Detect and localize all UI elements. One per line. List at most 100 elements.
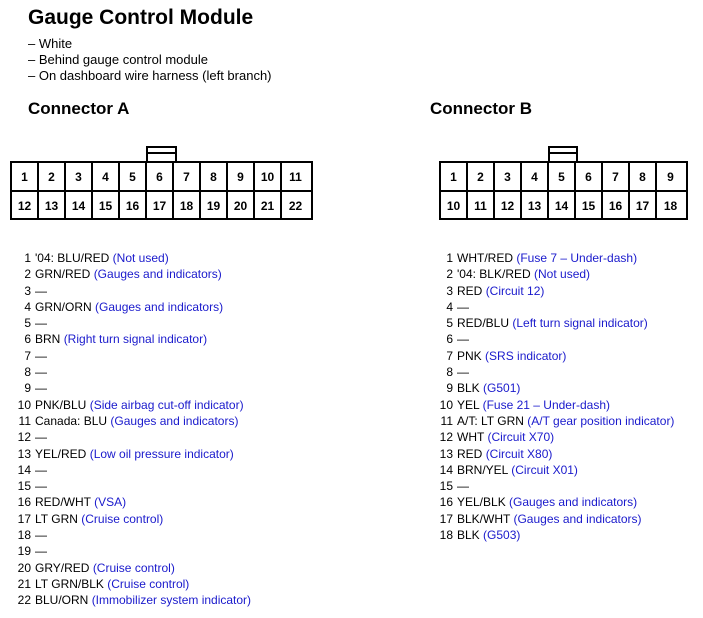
cavity-label: 6 bbox=[576, 163, 603, 190]
cavity-label: 18 bbox=[663, 198, 678, 213]
pin-number: 9 bbox=[24, 381, 31, 396]
pin-function: (G501) bbox=[483, 381, 521, 396]
pin-function: (A/T gear position indicator) bbox=[527, 413, 675, 428]
wire-color: — bbox=[35, 316, 47, 331]
pin-function: (Gauges and indicators) bbox=[110, 413, 239, 428]
pin-function: (Immobilizer system indicator) bbox=[91, 593, 252, 608]
wire-color: PNK bbox=[457, 348, 482, 363]
cavity-label: 14 bbox=[66, 192, 93, 219]
pin-number: 10 bbox=[17, 397, 31, 412]
pin-row: 15 — bbox=[436, 478, 674, 494]
wire-color: RED/WHT bbox=[35, 495, 91, 510]
connector-a-latch bbox=[146, 146, 177, 163]
pin-function: (Not used) bbox=[534, 267, 591, 282]
pin-number: 18 bbox=[17, 528, 31, 543]
pin-function: (SRS indicator) bbox=[485, 348, 567, 363]
pin-number: 20 bbox=[17, 560, 31, 575]
pin-function: (Not used) bbox=[112, 251, 169, 265]
pin-number: 13 bbox=[439, 446, 453, 461]
pin-row: 8— bbox=[14, 364, 251, 380]
wire-color: GRY/RED bbox=[35, 560, 90, 575]
pin-number: 16 bbox=[17, 495, 31, 510]
wire-color: — bbox=[35, 348, 47, 363]
pin-row: 12— bbox=[14, 429, 251, 445]
pin-function: (Cruise control) bbox=[107, 576, 190, 591]
wire-color: — bbox=[35, 479, 47, 494]
pin-number: 10 bbox=[439, 397, 453, 412]
cavity-label: 20 bbox=[228, 192, 255, 219]
pin-function: (VSA) bbox=[94, 495, 127, 510]
wire-color: PNK/BLU bbox=[35, 397, 87, 412]
pin-function: (Cruise control) bbox=[81, 511, 164, 526]
cavity-label: 7 bbox=[174, 163, 201, 190]
pin-number: 6 bbox=[24, 332, 31, 347]
pin-number: 5 bbox=[24, 316, 31, 331]
wire-color: — bbox=[35, 528, 47, 543]
pin-row: 18 — bbox=[14, 527, 251, 543]
cavity-label: 21 bbox=[255, 192, 282, 219]
cavity-label: 9 bbox=[667, 169, 674, 184]
pin-function: (Gauges and indicators) bbox=[509, 495, 638, 510]
wire-color: — bbox=[35, 544, 47, 559]
wire-color: BRN bbox=[35, 332, 61, 347]
page-title: Gauge Control Module bbox=[28, 6, 254, 29]
cavity-label: 16 bbox=[120, 192, 147, 219]
pin-number: 4 bbox=[24, 299, 31, 314]
pin-number: 15 bbox=[17, 479, 31, 494]
wire-color: '04: BLK/RED bbox=[457, 267, 531, 282]
wire-color: — bbox=[35, 365, 47, 380]
pin-number: 9 bbox=[446, 381, 453, 396]
pin-number: 3 bbox=[446, 283, 453, 298]
cavity-label: 9 bbox=[228, 163, 255, 190]
cavity-label: 11 bbox=[289, 169, 302, 184]
wire-color: Canada: BLU bbox=[35, 413, 108, 428]
pin-number: 15 bbox=[439, 479, 453, 494]
wire-color: RED bbox=[457, 446, 483, 461]
pin-function: (Circuit X80) bbox=[485, 446, 553, 461]
cavity-label: 1 bbox=[12, 163, 39, 190]
pin-number: 17 bbox=[439, 511, 453, 526]
wire-color: LT GRN bbox=[35, 511, 78, 526]
pin-number: 22 bbox=[17, 593, 31, 608]
pin-row: 15 — bbox=[14, 478, 251, 494]
pin-number: 12 bbox=[17, 430, 31, 445]
pin-number: 11 bbox=[18, 413, 31, 428]
wire-color: '04: BLU/RED bbox=[35, 251, 110, 265]
pin-number: 2 bbox=[446, 267, 453, 282]
cavity-label: 5 bbox=[549, 163, 576, 190]
pin-number: 4 bbox=[446, 299, 453, 314]
pin-number: 1 bbox=[24, 251, 31, 265]
cavity-label: 10 bbox=[441, 192, 468, 219]
wire-color: — bbox=[457, 479, 469, 494]
wire-color: — bbox=[457, 332, 469, 347]
pin-function: (G503) bbox=[483, 528, 521, 543]
pin-number: 14 bbox=[439, 462, 453, 477]
location-notes: – White – Behind gauge control module – … bbox=[28, 36, 272, 84]
cavity-label: 1 bbox=[441, 163, 468, 190]
cavity-label: 11 bbox=[468, 192, 495, 219]
pin-row: 7— bbox=[14, 348, 251, 364]
wire-color: RED bbox=[457, 283, 483, 298]
wire-color: YEL/BLK bbox=[457, 495, 506, 510]
